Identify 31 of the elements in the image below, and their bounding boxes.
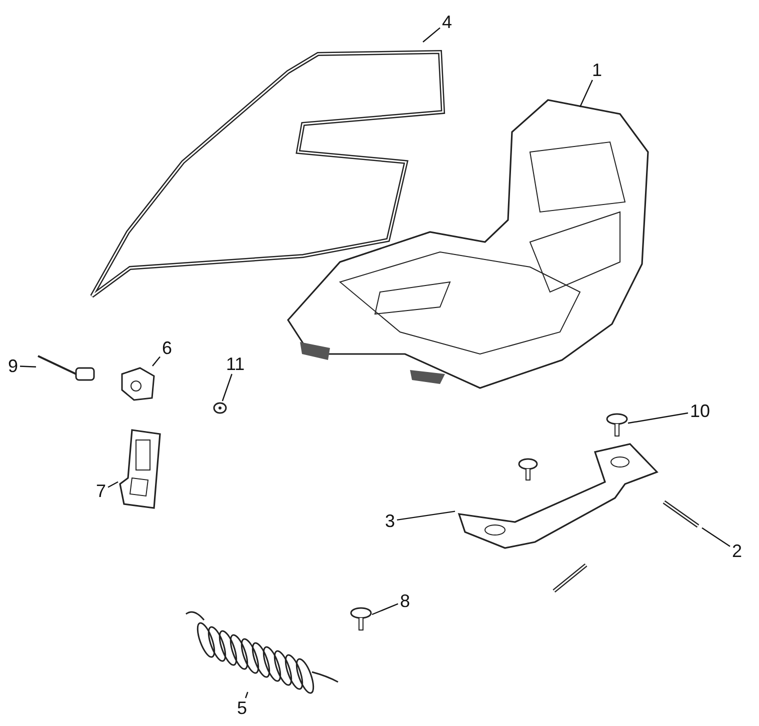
callout-number: 2 [730,541,744,561]
screw-drawing [350,606,372,632]
leader-line [702,527,730,547]
callout-number: 9 [6,356,20,376]
leader-line [372,603,398,616]
callout-number: 6 [160,338,174,358]
leader-line [222,374,232,402]
callout-number: 1 [590,60,604,80]
callout-number: 10 [688,401,712,421]
pin-drawing [550,563,590,593]
washer-drawing [213,401,227,415]
screw-drawing [518,458,538,482]
leader-line [422,27,440,42]
callout-number: 5 [235,698,250,718]
screw-drawing [606,412,628,438]
latch-drawing [118,428,162,512]
leader-line [108,481,118,488]
leader-line [20,366,36,368]
callout-number: 11 [224,354,247,374]
callout-number: 8 [398,591,412,611]
pin-drawing [36,352,98,384]
pin-drawing [660,500,702,528]
bracket-drawing [455,442,660,550]
callout-number: 7 [94,481,108,501]
callout-number: 4 [440,12,454,32]
leader-line [628,412,688,424]
leader-line [152,356,160,366]
leader-line [245,692,248,698]
callout-number: 3 [383,511,398,531]
leader-line [396,510,456,521]
leader-line [579,80,593,108]
